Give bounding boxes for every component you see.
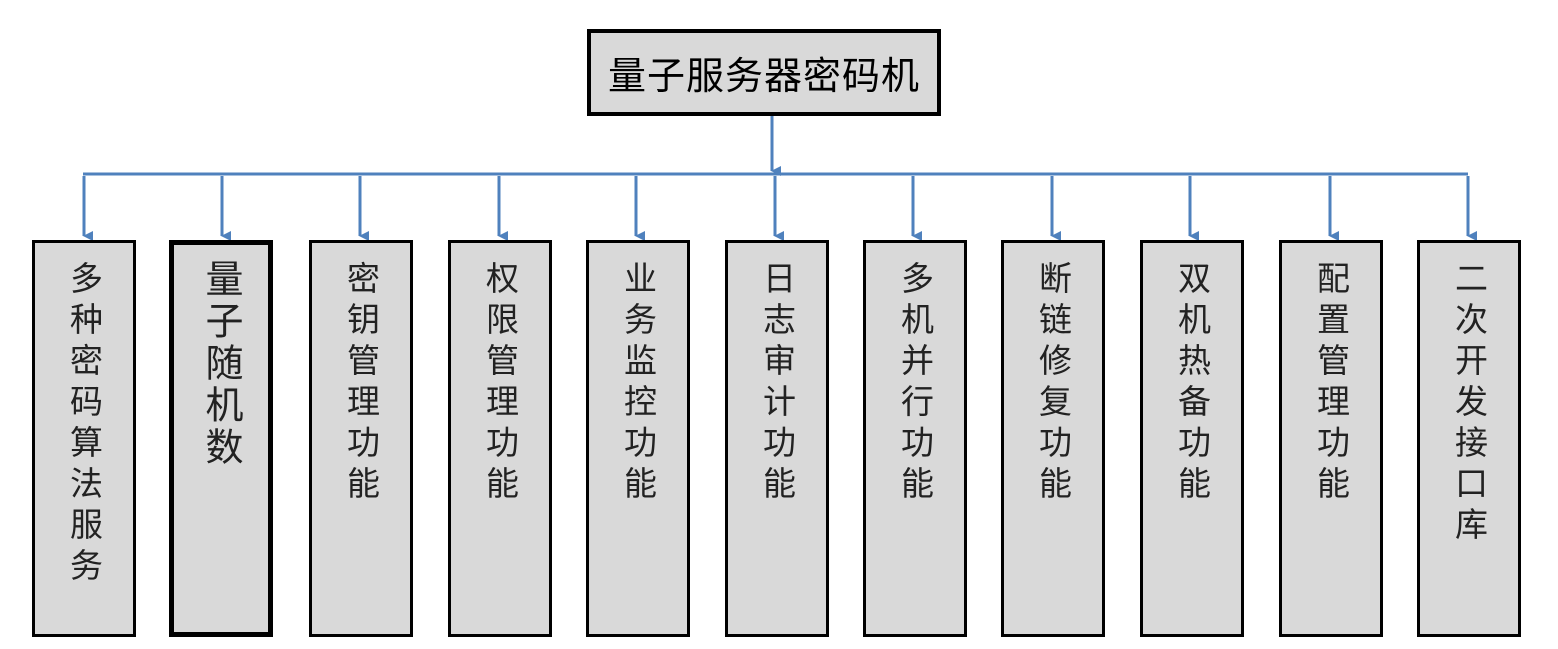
child-label: 二次开发接口库 — [1449, 261, 1489, 548]
child-node-10: 配置管理功能 — [1279, 240, 1383, 637]
child-node-8: 断链修复功能 — [1001, 240, 1105, 637]
child-node-11: 二次开发接口库 — [1417, 240, 1521, 637]
child-label: 多机并行功能 — [895, 261, 935, 507]
child-node-7: 多机并行功能 — [863, 240, 967, 637]
child-label: 配置管理功能 — [1311, 261, 1351, 507]
root-label: 量子服务器密码机 — [607, 54, 920, 98]
child-label: 多种密码算法服务 — [64, 261, 104, 589]
child-node-5: 业务监控功能 — [586, 240, 690, 637]
child-label: 权限管理功能 — [480, 261, 520, 507]
child-label: 双机热备功能 — [1172, 261, 1212, 507]
child-label: 日志审计功能 — [757, 261, 797, 507]
child-node-9: 双机热备功能 — [1140, 240, 1244, 637]
child-node-6: 日志审计功能 — [725, 240, 829, 637]
child-label: 密钥管理功能 — [341, 261, 381, 507]
child-node-4: 权限管理功能 — [448, 240, 552, 637]
child-label: 量子随机数 — [199, 259, 243, 469]
child-node-1: 多种密码算法服务 — [32, 240, 136, 637]
child-node-2: 量子随机数 — [169, 240, 273, 637]
root-node: 量子服务器密码机 — [587, 29, 941, 116]
child-label: 业务监控功能 — [618, 261, 658, 507]
child-label: 断链修复功能 — [1033, 261, 1073, 507]
child-node-3: 密钥管理功能 — [309, 240, 413, 637]
